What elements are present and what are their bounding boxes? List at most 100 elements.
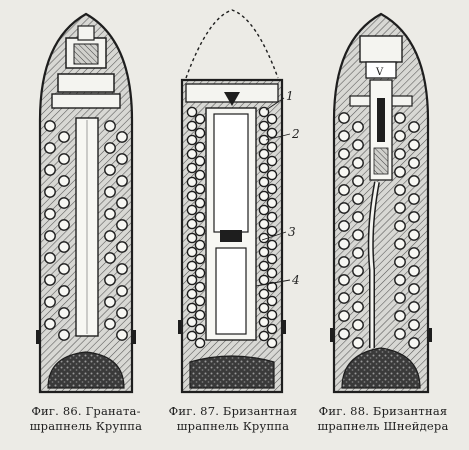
shrapnel-ball bbox=[352, 337, 364, 349]
shrapnel-ball bbox=[58, 307, 70, 319]
shrapnel-ball bbox=[394, 220, 406, 232]
shrapnel-ball bbox=[44, 318, 56, 330]
shell-87-cap-outline bbox=[185, 9, 279, 79]
callout-2: 2 bbox=[291, 127, 300, 141]
caption-88-line1: Фиг. 88. Бризантная bbox=[318, 404, 448, 418]
shrapnel-ball bbox=[338, 310, 350, 322]
shrapnel-ball bbox=[394, 256, 406, 268]
shrapnel-ball bbox=[408, 211, 420, 223]
shrapnel-ball bbox=[116, 197, 128, 209]
shrapnel-ball bbox=[394, 166, 406, 178]
caption-86-line2: шрапнель Круппа bbox=[29, 419, 143, 433]
shrapnel-ball bbox=[194, 127, 206, 139]
shrapnel-ball bbox=[338, 292, 350, 304]
shrapnel-ball bbox=[352, 319, 364, 331]
shrapnel-ball bbox=[394, 148, 406, 160]
shrapnel-ball bbox=[44, 186, 56, 198]
shrapnel-ball bbox=[186, 204, 198, 216]
shrapnel-ball bbox=[104, 208, 116, 220]
shrapnel-ball bbox=[116, 263, 128, 275]
shrapnel-ball bbox=[44, 120, 56, 132]
shrapnel-ball bbox=[186, 218, 198, 230]
shrapnel-ball bbox=[352, 139, 364, 151]
shrapnel-ball bbox=[394, 130, 406, 142]
shrapnel-ball bbox=[186, 260, 198, 272]
shrapnel-ball bbox=[266, 295, 278, 307]
shrapnel-ball bbox=[58, 153, 70, 165]
shrapnel-ball bbox=[186, 274, 198, 286]
shrapnel-ball bbox=[338, 328, 350, 340]
shrapnel-ball bbox=[258, 316, 270, 328]
shrapnel-ball bbox=[266, 183, 278, 195]
shrapnel-ball bbox=[58, 329, 70, 341]
shrapnel-ball bbox=[44, 142, 56, 154]
shrapnel-ball bbox=[194, 281, 206, 293]
shrapnel-ball bbox=[408, 319, 420, 331]
shrapnel-ball bbox=[186, 134, 198, 146]
shrapnel-ball bbox=[116, 131, 128, 143]
shrapnel-ball bbox=[194, 113, 206, 125]
shrapnel-ball bbox=[352, 301, 364, 313]
shrapnel-ball bbox=[186, 316, 198, 328]
shrapnel-ball bbox=[44, 274, 56, 286]
shell-86-shrapnel-balls bbox=[44, 120, 128, 341]
shrapnel-ball bbox=[58, 263, 70, 275]
shrapnel-ball bbox=[194, 211, 206, 223]
shrapnel-ball bbox=[338, 238, 350, 250]
shrapnel-ball bbox=[394, 310, 406, 322]
shrapnel-ball bbox=[186, 288, 198, 300]
shrapnel-ball bbox=[394, 274, 406, 286]
shrapnel-ball bbox=[258, 302, 270, 314]
shrapnel-ball bbox=[266, 211, 278, 223]
shrapnel-ball bbox=[338, 112, 350, 124]
shrapnel-ball bbox=[194, 295, 206, 307]
shrapnel-ball bbox=[338, 256, 350, 268]
shrapnel-ball bbox=[408, 157, 420, 169]
shrapnel-ball bbox=[394, 112, 406, 124]
shrapnel-ball bbox=[58, 285, 70, 297]
shrapnel-ball bbox=[194, 323, 206, 335]
shrapnel-ball bbox=[186, 106, 198, 118]
shrapnel-ball bbox=[258, 176, 270, 188]
shrapnel-ball bbox=[116, 329, 128, 341]
shrapnel-ball bbox=[58, 175, 70, 187]
shrapnel-ball bbox=[338, 166, 350, 178]
shrapnel-ball bbox=[104, 318, 116, 330]
shrapnel-ball bbox=[394, 202, 406, 214]
shrapnel-ball bbox=[394, 184, 406, 196]
shrapnel-ball bbox=[186, 190, 198, 202]
caption-87-line1: Фиг. 87. Бризантная bbox=[168, 404, 298, 418]
caption-figure-86: Фиг. 86. Граната- шрапнель Круппа bbox=[11, 404, 161, 434]
shrapnel-ball bbox=[266, 113, 278, 125]
shell-88-bursting-charge bbox=[341, 347, 421, 389]
shrapnel-ball bbox=[338, 274, 350, 286]
shell-figure-86 bbox=[36, 12, 136, 394]
shrapnel-ball bbox=[352, 211, 364, 223]
shrapnel-ball bbox=[44, 296, 56, 308]
shrapnel-ball bbox=[266, 309, 278, 321]
shrapnel-ball bbox=[352, 121, 364, 133]
shrapnel-ball bbox=[258, 204, 270, 216]
shrapnel-ball bbox=[186, 232, 198, 244]
shrapnel-ball bbox=[44, 164, 56, 176]
shrapnel-ball bbox=[338, 130, 350, 142]
shrapnel-ball bbox=[194, 239, 206, 251]
shrapnel-ball bbox=[194, 225, 206, 237]
shell-figure-88: V bbox=[330, 12, 432, 394]
callout-1: 1 bbox=[286, 89, 294, 103]
shrapnel-ball bbox=[338, 184, 350, 196]
shrapnel-ball bbox=[266, 225, 278, 237]
shrapnel-ball bbox=[338, 202, 350, 214]
shrapnel-ball bbox=[258, 190, 270, 202]
shrapnel-ball bbox=[338, 220, 350, 232]
shrapnel-ball bbox=[116, 307, 128, 319]
shrapnel-ball bbox=[58, 197, 70, 209]
shrapnel-ball bbox=[186, 176, 198, 188]
shrapnel-ball bbox=[258, 134, 270, 146]
caption-figure-88: Фиг. 88. Бризантная шрапнель Шнейдера bbox=[308, 404, 458, 434]
shrapnel-ball bbox=[194, 183, 206, 195]
shrapnel-ball bbox=[186, 246, 198, 258]
shrapnel-ball bbox=[258, 120, 270, 132]
